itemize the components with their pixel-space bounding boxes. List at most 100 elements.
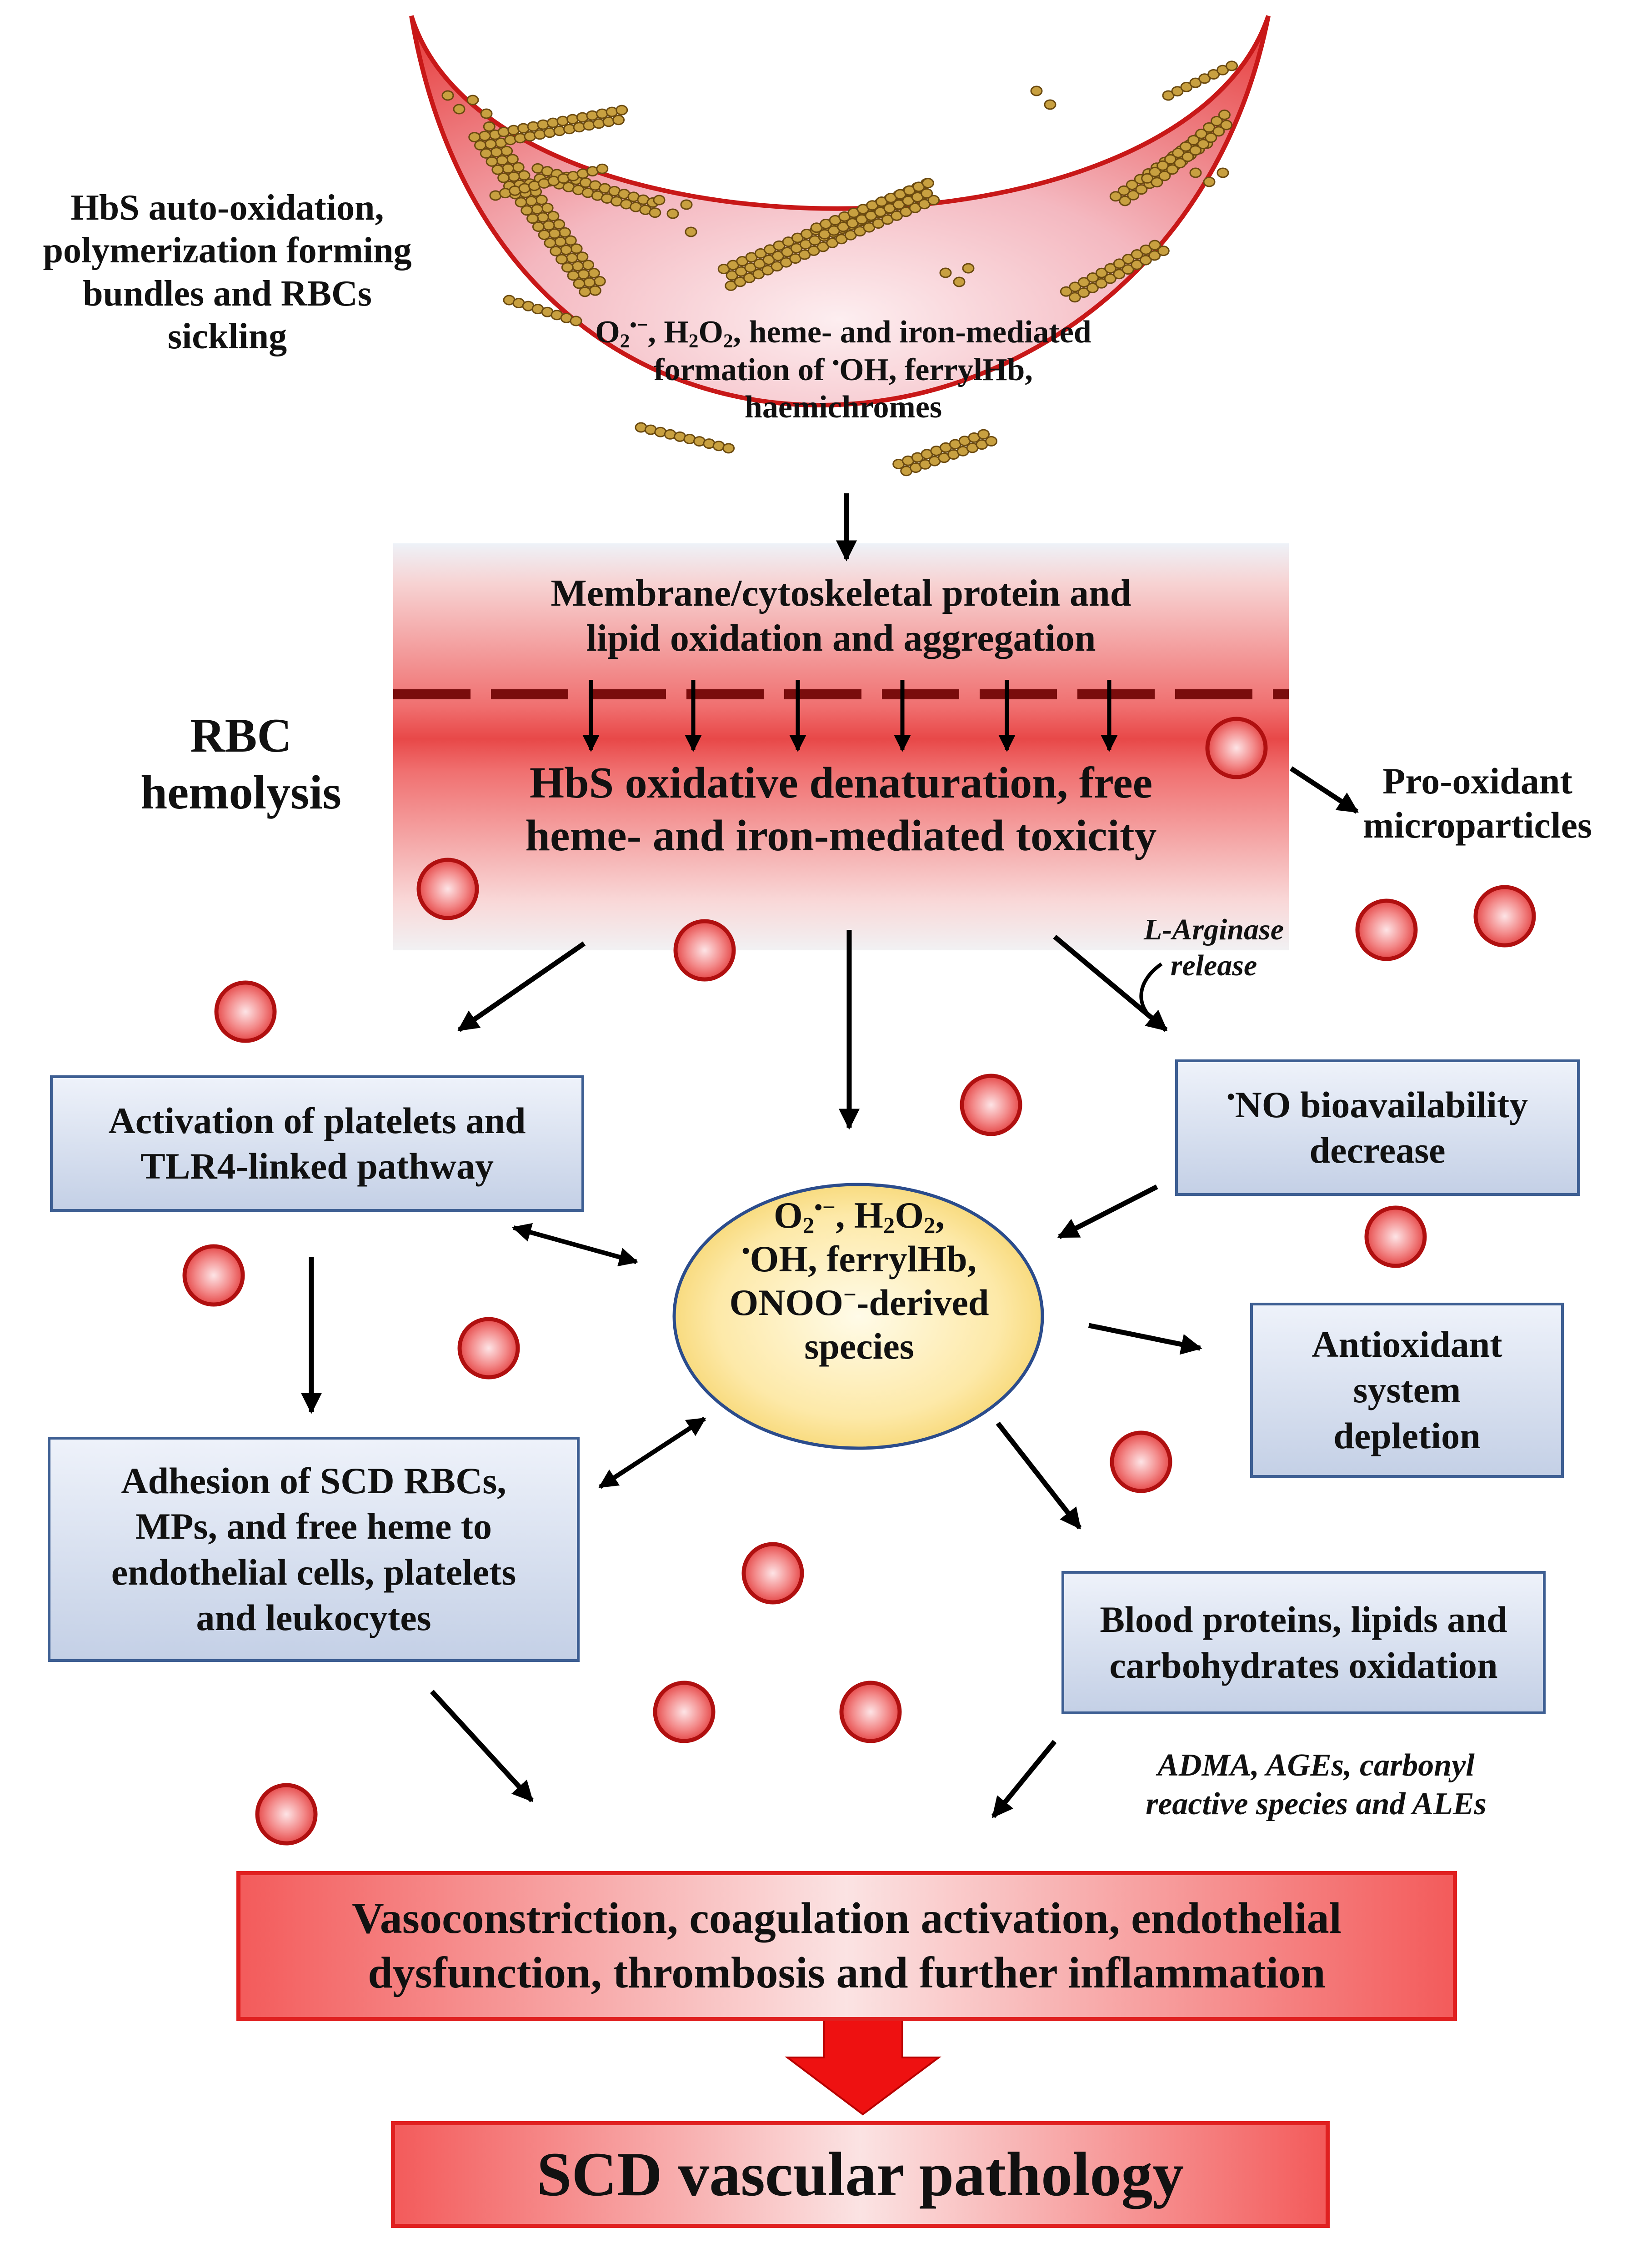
polymer-bead bbox=[1218, 109, 1231, 120]
polymer-bead bbox=[985, 436, 998, 447]
polymer-bead bbox=[653, 195, 666, 206]
polymer-bead bbox=[1157, 246, 1170, 256]
polymer-bead bbox=[1197, 139, 1210, 150]
polymer-bead bbox=[589, 285, 601, 296]
polymer-bead bbox=[515, 197, 527, 208]
sickle-cell bbox=[409, 15, 1271, 407]
polymer-bead bbox=[566, 114, 579, 125]
polymer-bead bbox=[596, 163, 609, 174]
ros-oval-label: O2•−, H2O2, •OH, ferrylHb, ONOO−-derived… bbox=[682, 1194, 1036, 1368]
ros-oval-line-1: O2•−, H2O2, bbox=[774, 1194, 945, 1239]
polymer-bead bbox=[543, 127, 556, 138]
polymer-bead bbox=[1117, 185, 1130, 196]
polymer-bead bbox=[921, 188, 933, 199]
hemolysis-label: RBC hemolysis bbox=[86, 707, 395, 821]
polymer-bead bbox=[573, 122, 586, 133]
polymer-bead bbox=[526, 213, 539, 224]
polymer-bead bbox=[1127, 190, 1140, 201]
polymer-bead bbox=[953, 276, 966, 287]
polymer-bead bbox=[1212, 126, 1225, 137]
polymer-bead bbox=[486, 156, 498, 167]
polymer-bead bbox=[1156, 160, 1169, 171]
polymer-bead bbox=[1195, 128, 1208, 139]
polymer-bead bbox=[1210, 115, 1223, 126]
polymer-bead bbox=[1095, 267, 1108, 278]
polymer-bead bbox=[592, 118, 605, 129]
polymer-bead bbox=[1140, 244, 1152, 255]
polymer-bead bbox=[1131, 249, 1143, 260]
pro-oxidant-line-1: Pro-oxidant bbox=[1382, 760, 1572, 802]
polymer-bead bbox=[546, 117, 559, 128]
polymer-bead bbox=[1044, 99, 1056, 110]
polymer-bead bbox=[927, 195, 940, 206]
polymer-bead bbox=[570, 316, 582, 326]
polymer-bead bbox=[583, 120, 596, 131]
scd-pathology-box: SCD vascular pathology bbox=[391, 2121, 1330, 2228]
polymer-bead bbox=[537, 119, 550, 130]
polymer-bead bbox=[563, 124, 576, 135]
polymer-bead bbox=[1060, 286, 1072, 297]
polymer-bead bbox=[497, 172, 510, 183]
polymer-bead bbox=[1180, 141, 1192, 152]
arrows-membrane-damage bbox=[582, 680, 1118, 752]
polymer-bead bbox=[474, 140, 487, 151]
vascular-effects-box: Vasoconstriction, coagulation activation… bbox=[236, 1871, 1457, 2021]
arrow-ros-adhesion bbox=[598, 1416, 706, 1489]
adhesion-box: Adhesion of SCD RBCs, MPs, and free heme… bbox=[48, 1437, 580, 1662]
hbs-denaturation-line-2: heme- and iron-mediated toxicity bbox=[525, 811, 1157, 860]
rbc-particle bbox=[255, 1783, 318, 1846]
polymer-bead bbox=[567, 270, 580, 281]
ros-oval bbox=[672, 1183, 1044, 1450]
polymer-bead bbox=[497, 126, 510, 137]
rbc-particle bbox=[1110, 1430, 1172, 1493]
polymer-bead bbox=[480, 108, 493, 119]
membrane-oxidation-label: Membrane/cytoskeletal protein and lipid … bbox=[400, 571, 1282, 661]
polymer-bead bbox=[1086, 282, 1099, 293]
polymer-bead bbox=[468, 132, 481, 143]
no-decrease-line-1: •NO bioavailability bbox=[1227, 1084, 1528, 1125]
polymer-bead bbox=[1131, 259, 1143, 270]
polymer-bead bbox=[483, 121, 496, 132]
polymer-bead bbox=[1205, 132, 1217, 143]
membrane-band bbox=[393, 543, 1289, 950]
polymer-bead bbox=[1086, 272, 1099, 283]
polymer-bead bbox=[576, 112, 589, 123]
polymer-bead bbox=[550, 246, 562, 256]
sickling-label: HbS auto-oxidation, polymerization formi… bbox=[0, 186, 455, 358]
membrane-oxidation-line-1: Membrane/cytoskeletal protein and bbox=[551, 572, 1131, 614]
antioxidant-line-3: depletion bbox=[1333, 1415, 1481, 1456]
rbc-particle bbox=[1355, 898, 1418, 961]
arrow-to-microparticles bbox=[1289, 766, 1359, 814]
hemolysis-line-1: RBC bbox=[190, 709, 292, 762]
ros-oval-line-4: species bbox=[804, 1325, 914, 1367]
arrow-ros-to-blood-oxidation bbox=[996, 1421, 1082, 1530]
polymer-bead bbox=[1126, 180, 1138, 191]
cell-ros-line-3: haemichromes bbox=[744, 390, 942, 425]
polymer-bead bbox=[579, 286, 591, 297]
polymer-bead bbox=[593, 276, 606, 287]
polymer-bead bbox=[921, 178, 934, 189]
polymer-bead bbox=[544, 237, 556, 248]
rbc-particle bbox=[960, 1074, 1022, 1136]
polymer-bead bbox=[1158, 171, 1171, 181]
polymer-bead bbox=[1069, 281, 1081, 292]
polymer-bead bbox=[1149, 166, 1161, 177]
polymer-bead bbox=[441, 90, 454, 101]
polymer-bead bbox=[1119, 196, 1131, 206]
arrow-to-no-decrease bbox=[1053, 934, 1168, 1032]
polymer-bead bbox=[939, 267, 952, 278]
polymer-bead bbox=[480, 148, 492, 159]
polymer-bead bbox=[507, 125, 520, 135]
polymer-bead bbox=[685, 226, 697, 237]
polymer-bead bbox=[491, 164, 504, 175]
rbc-particle bbox=[182, 1244, 245, 1307]
polymer-bead bbox=[1189, 145, 1202, 156]
free-rbc-microparticles bbox=[182, 717, 1536, 1846]
polymer-bead bbox=[586, 110, 599, 121]
polymer-bead bbox=[1220, 120, 1233, 130]
vascular-effects-line-2: dysfunction, thrombosis and further infl… bbox=[368, 1948, 1326, 1997]
polymer-bead bbox=[1203, 122, 1216, 133]
polymer-bead bbox=[1113, 258, 1126, 269]
polymer-bead bbox=[680, 199, 693, 210]
